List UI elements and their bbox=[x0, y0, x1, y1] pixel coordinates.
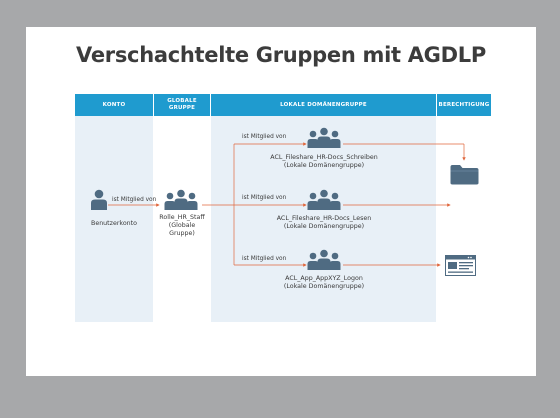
local-group-2-label: ACL_Fileshare_HR-Docs_Lesen(Lokale Domän… bbox=[276, 215, 372, 230]
column-band-konto bbox=[75, 116, 153, 322]
column-band-globale-gruppe bbox=[154, 116, 210, 322]
connector-lines bbox=[108, 142, 466, 267]
user-group-icon bbox=[164, 189, 198, 210]
edge-label-global-local-1: ist Mitglied von bbox=[242, 134, 287, 140]
application-window-icon bbox=[445, 255, 476, 276]
folder-icon bbox=[450, 165, 479, 185]
account-label: Benutzerkonto bbox=[91, 220, 137, 227]
user-icon bbox=[91, 189, 107, 210]
diagram-card: Verschachtelte Gruppen mit AGDLP KONTO G… bbox=[26, 27, 536, 376]
column-header-berechtigung: BERECHTIGUNG bbox=[437, 94, 491, 116]
edge-label-account-global: ist Mitglied von bbox=[112, 197, 157, 203]
user-group-icon bbox=[307, 189, 341, 210]
edge-label-global-local-2: ist Mitglied von bbox=[242, 195, 287, 201]
user-group-icon bbox=[307, 127, 341, 148]
column-header-lokale-domaenengruppe: LOKALE DOMÄNENGRUPPE bbox=[211, 94, 436, 116]
edge-label-global-local-3: ist Mitglied von bbox=[242, 256, 287, 262]
local-group-3-label: ACL_App_AppXYZ_Logon(Lokale Domänengrupp… bbox=[283, 275, 365, 290]
local-group-1-label: ACL_Fileshare_HR-Docs_Schreiben(Lokale D… bbox=[270, 154, 378, 169]
column-header-konto: KONTO bbox=[75, 94, 153, 116]
user-group-icon bbox=[307, 249, 341, 270]
page-title: Verschachtelte Gruppen mit AGDLP bbox=[76, 43, 486, 67]
column-band-lokale bbox=[211, 116, 436, 322]
